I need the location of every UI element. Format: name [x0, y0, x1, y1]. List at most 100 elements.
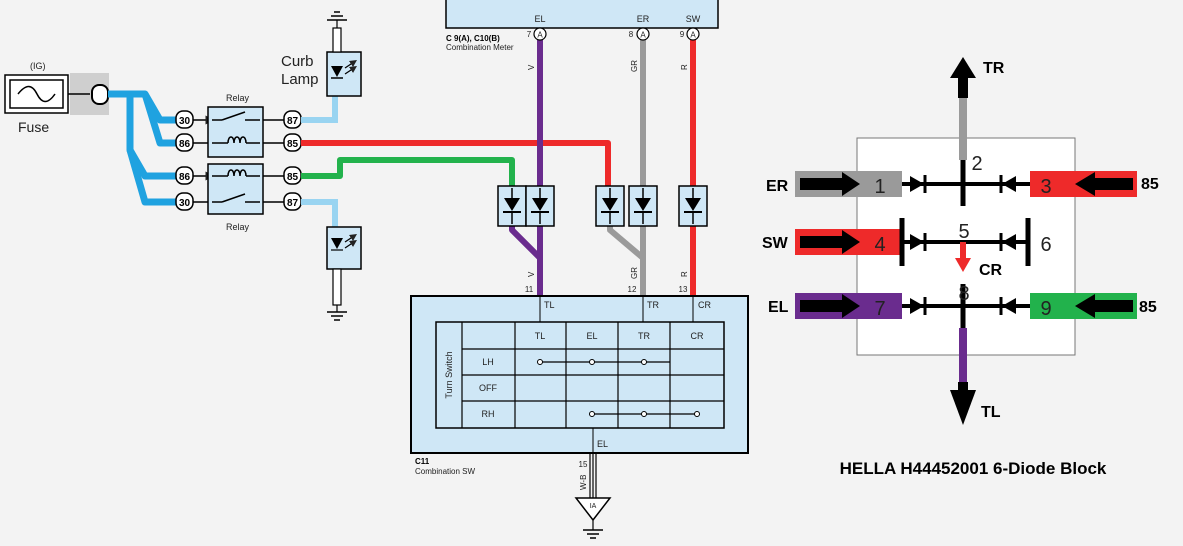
diode-pin-6: 6: [1040, 234, 1051, 256]
relay-top-pin-30: 30: [175, 110, 194, 129]
meter-wire-color-v: V: [527, 64, 536, 70]
diode-pin-5: 5: [958, 221, 969, 243]
curb-lamp-label-line2: Lamp: [281, 71, 319, 88]
blue-feed-wires: [108, 90, 178, 206]
meter-terminal-sw: SW: [686, 14, 701, 24]
switch-wire-color-gr: GR: [630, 267, 639, 279]
relay-bottom-pin-87: 87: [283, 192, 302, 211]
combination-meter: EL ER SW A 7 A 8 A 9 C 9(A), C10(B) Comb…: [445, 0, 719, 72]
meter-terminal-el: EL: [534, 14, 545, 24]
diode-label-tr: TR: [983, 60, 1005, 77]
green-wire-relay-to-el: [301, 157, 515, 186]
lh-connection: [537, 359, 670, 365]
fuse-ig-label: (IG): [30, 61, 46, 71]
diode-label-sw: SW: [762, 235, 789, 252]
diode-2: [525, 185, 555, 227]
diode-3: [595, 185, 625, 227]
curb-lamp-label-line1: Curb: [281, 53, 314, 70]
meter-wire-color-r: R: [680, 64, 689, 70]
svg-text:30: 30: [179, 116, 191, 127]
svg-text:86: 86: [179, 139, 191, 150]
diode-label-tl: TL: [981, 404, 1001, 421]
relay-bottom: 86 30 85 87 Relay: [175, 163, 302, 232]
ground-pin-15: 15: [579, 460, 588, 469]
ground-wire-color: W-B: [579, 475, 588, 490]
switch-label-name: Combination SW: [415, 467, 475, 476]
switch-terminal-tr: TR: [647, 300, 659, 310]
diode-4: [628, 185, 658, 227]
turn-switch-table: Turn Switch TL EL TR CR LH OFF RH: [435, 321, 725, 429]
curb-lamp-top: Curb Lamp: [281, 11, 362, 123]
svg-text:85: 85: [287, 139, 299, 150]
diode-pin-3: 3: [1040, 176, 1051, 198]
diode-pin-8: 8: [958, 283, 969, 305]
relay-bottom-pin-86: 86: [175, 166, 194, 185]
relay-top-pin-87: 87: [283, 110, 302, 129]
meter-pin-9: 9: [680, 30, 685, 39]
rh-connection: [589, 411, 700, 417]
diode-label-85b: 85: [1139, 299, 1157, 316]
diode-label-cr: CR: [979, 262, 1003, 279]
switch-wire-color-v: V: [527, 271, 536, 277]
svg-text:86: 86: [179, 172, 191, 183]
diode-block-title: HELLA H44452001 6-Diode Block: [840, 459, 1107, 478]
diode-pin-7: 7: [874, 298, 885, 320]
diode-5: [678, 185, 708, 227]
hella-diode-block: TR 1 2 3 ER 85 4 5 6 SW CR 7: [762, 57, 1159, 478]
fuse: (IG) Fuse: [4, 61, 109, 135]
diode-label-er: ER: [766, 178, 789, 195]
switch-wire-color-r: R: [680, 271, 689, 277]
table-col-tl: TL: [535, 331, 546, 341]
violet-wire-branch: [509, 224, 543, 261]
diode-pin-9: 9: [1040, 298, 1051, 320]
relay-top: 30 86 87 85 Relay: [175, 93, 302, 158]
table-col-el: EL: [586, 331, 597, 341]
signal-wires: [301, 40, 696, 297]
svg-text:87: 87: [287, 116, 299, 127]
diode-pin-4: 4: [874, 234, 885, 256]
switch-label-connector: C11: [415, 457, 430, 466]
meter-connector-9: A 9: [680, 27, 700, 41]
fuse-label: Fuse: [18, 119, 49, 135]
meter-label-name: Combination Meter: [446, 43, 514, 52]
meter-pin-8: 8: [629, 30, 634, 39]
switch-pin-11: 11: [525, 285, 534, 294]
switch-ground: 15 W-B IA: [574, 453, 612, 539]
diodes: [497, 185, 708, 227]
diode-pin-2: 2: [971, 153, 982, 175]
relay-bottom-pin-85: 85: [283, 166, 302, 185]
relay-bottom-pin-30: 30: [175, 192, 194, 211]
meter-connector-8: A 8: [629, 27, 650, 41]
table-col-cr: CR: [691, 331, 704, 341]
meter-wire-color-gr: GR: [630, 60, 639, 72]
svg-text:87: 87: [287, 198, 299, 209]
switch-terminal-cr: CR: [698, 300, 711, 310]
diode-label-el: EL: [768, 299, 789, 316]
relay-top-label: Relay: [226, 93, 250, 103]
table-row-off: OFF: [479, 383, 497, 393]
ground-label: IA: [590, 503, 597, 510]
red-wire-relay-to-er: [301, 140, 611, 186]
gray-wire-branch: [607, 224, 645, 261]
turn-switch-label: Turn Switch: [444, 351, 454, 398]
diode-label-85a: 85: [1141, 176, 1159, 193]
table-row-rh: RH: [482, 409, 495, 419]
svg-text:85: 85: [287, 172, 299, 183]
svg-text:A: A: [690, 31, 696, 40]
meter-pin-7: 7: [527, 30, 532, 39]
switch-terminal-el: EL: [597, 439, 608, 449]
combination-switch: V GR R 11 12 13 TL TR CR Turn Switch TL …: [410, 267, 749, 476]
svg-text:A: A: [640, 31, 646, 40]
meter-label-connectors: C 9(A), C10(B): [446, 34, 500, 43]
relay-bottom-label: Relay: [226, 222, 250, 232]
curb-lamp-bottom: [301, 199, 362, 321]
svg-text:30: 30: [179, 198, 191, 209]
relay-top-pin-86: 86: [175, 133, 194, 152]
switch-terminal-tl: TL: [544, 300, 555, 310]
relay-top-pin-85: 85: [283, 133, 302, 152]
table-row-lh: LH: [482, 357, 494, 367]
table-col-tr: TR: [638, 331, 650, 341]
diode-pin-1: 1: [874, 176, 885, 198]
meter-terminal-er: ER: [637, 14, 650, 24]
